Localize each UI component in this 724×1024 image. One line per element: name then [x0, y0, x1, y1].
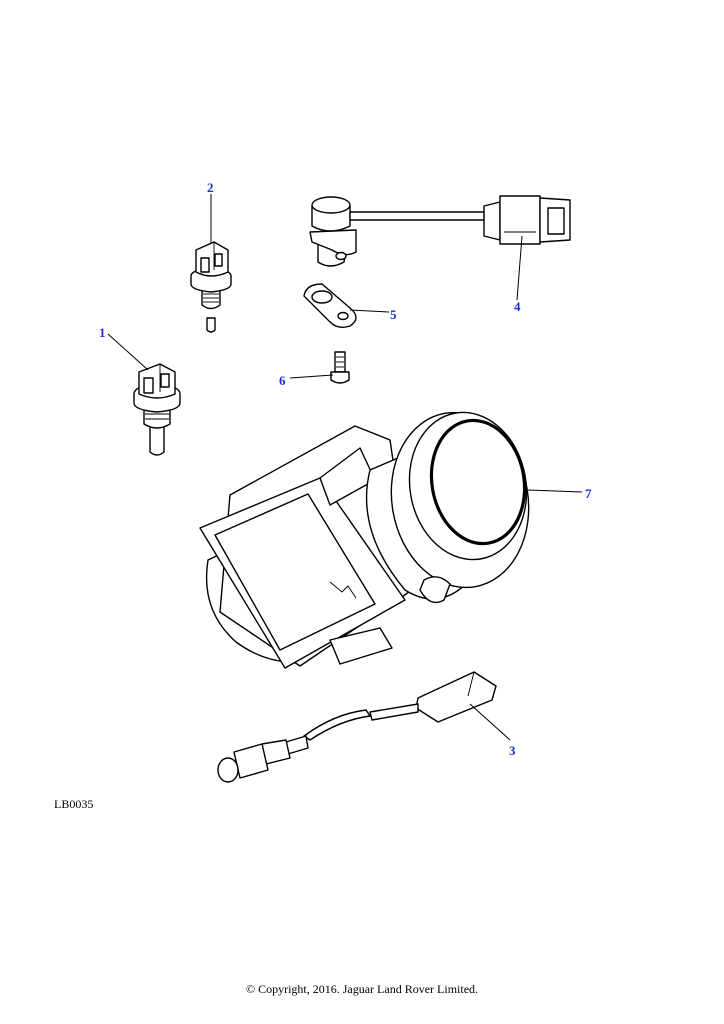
- callout-2[interactable]: 2: [207, 180, 214, 195]
- part-6-bolt: [330, 351, 350, 384]
- part-2-temperature-sender: [190, 241, 232, 333]
- callout-3[interactable]: 3: [509, 743, 516, 758]
- part-7-air-flow-meter: [199, 411, 530, 669]
- part-4-sensor-with-harness: [309, 195, 571, 267]
- callout-7[interactable]: 7: [585, 486, 592, 501]
- callout-4[interactable]: 4: [514, 299, 521, 314]
- callout-6[interactable]: 6: [279, 373, 286, 388]
- copyright-notice: © Copyright, 2016. Jaguar Land Rover Lim…: [245, 982, 479, 996]
- part-1-temperature-sender: [133, 363, 181, 456]
- leader-lines: [107, 194, 583, 741]
- callout-5[interactable]: 5: [390, 307, 397, 322]
- part-5-spacer-bracket: [303, 283, 357, 329]
- part-3-sensor-with-lead: [217, 671, 497, 783]
- diagram-reference-code: LB0035: [54, 797, 94, 811]
- callout-1[interactable]: 1: [99, 325, 106, 340]
